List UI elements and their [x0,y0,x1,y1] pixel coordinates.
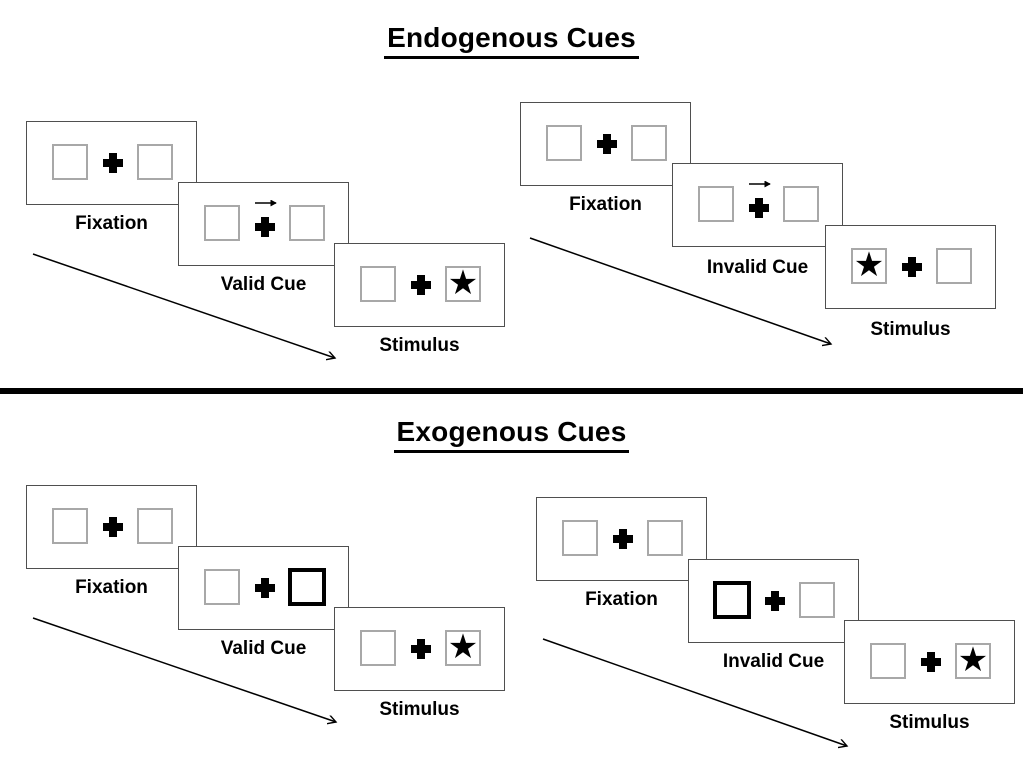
left-box [204,205,240,241]
cue-label: Invalid Cue [722,651,825,672]
section-divider [0,388,1023,394]
timeline-arrow [529,237,841,352]
fixation-panel [26,121,197,205]
fixation-cross-icon [411,639,431,659]
star-stimulus-icon: ★ [447,627,479,667]
fixation-cross-icon [255,578,275,598]
right-box [631,125,667,161]
fixation-cross-icon [613,529,633,549]
left-box [52,508,88,544]
fixation-cross-icon [921,652,941,672]
fixation-panel [26,485,197,569]
star-stimulus-icon: ★ [853,245,885,285]
cue-label: Invalid Cue [706,257,809,278]
fixation-panel [520,102,691,186]
star-stimulus-icon: ★ [447,263,479,303]
right-box [783,186,819,222]
fixation-cross-icon [103,153,123,173]
right-box [137,508,173,544]
fixation-cross-icon [902,257,922,277]
stimulus-panel: ★ [334,607,505,691]
left-box [360,630,396,666]
fixation-cross-icon [411,275,431,295]
fixation-cross-icon [765,591,785,611]
stimulus-panel: ★ [844,620,1015,704]
fixation-label: Fixation [569,194,642,215]
fixation-cross-icon [597,134,617,154]
fixation-label: Fixation [75,577,148,598]
right-box [936,248,972,284]
stimulus-label: Stimulus [379,699,460,720]
timeline-arrow [542,638,856,755]
fixation-cross-icon [103,517,123,537]
left-box [360,266,396,302]
left-box [870,643,906,679]
stimulus-panel: ★ [334,243,505,327]
right-box [289,205,325,241]
fixation-panel [536,497,707,581]
left-box [698,186,734,222]
right-arrow-cue-icon [255,197,281,209]
right-box: ★ [955,643,991,679]
stimulus-label: Stimulus [870,319,951,340]
right-arrow-cue-icon [749,178,775,190]
fixation-label: Fixation [585,589,658,610]
cue-panel [178,546,349,630]
left-box [52,144,88,180]
left-box [204,569,240,605]
timeline-arrow [32,253,344,366]
highlighted-cue-box [713,581,751,619]
fixation-label: Fixation [75,213,148,234]
cue-panel [688,559,859,643]
left-box [562,520,598,556]
right-box [137,144,173,180]
stimulus-label: Stimulus [379,335,460,356]
right-box [799,582,835,618]
endogenous-section-title: Endogenous Cues [0,22,1023,59]
fixation-cross-icon [255,217,275,237]
highlighted-cue-box [288,568,326,606]
right-box: ★ [445,266,481,302]
star-stimulus-icon: ★ [957,640,989,680]
timeline-arrow [32,617,344,730]
left-box: ★ [851,248,887,284]
exogenous-section-title: Exogenous Cues [0,416,1023,453]
cue-panel [178,182,349,266]
left-box [546,125,582,161]
endogenous-title-text: Endogenous Cues [384,22,639,59]
cue-label: Valid Cue [220,274,307,295]
right-box [647,520,683,556]
stimulus-panel: ★ [825,225,996,309]
fixation-cross-icon [749,198,769,218]
stimulus-label: Stimulus [889,712,970,733]
right-box: ★ [445,630,481,666]
cue-panel [672,163,843,247]
exogenous-title-text: Exogenous Cues [393,416,630,453]
cue-label: Valid Cue [220,638,307,659]
